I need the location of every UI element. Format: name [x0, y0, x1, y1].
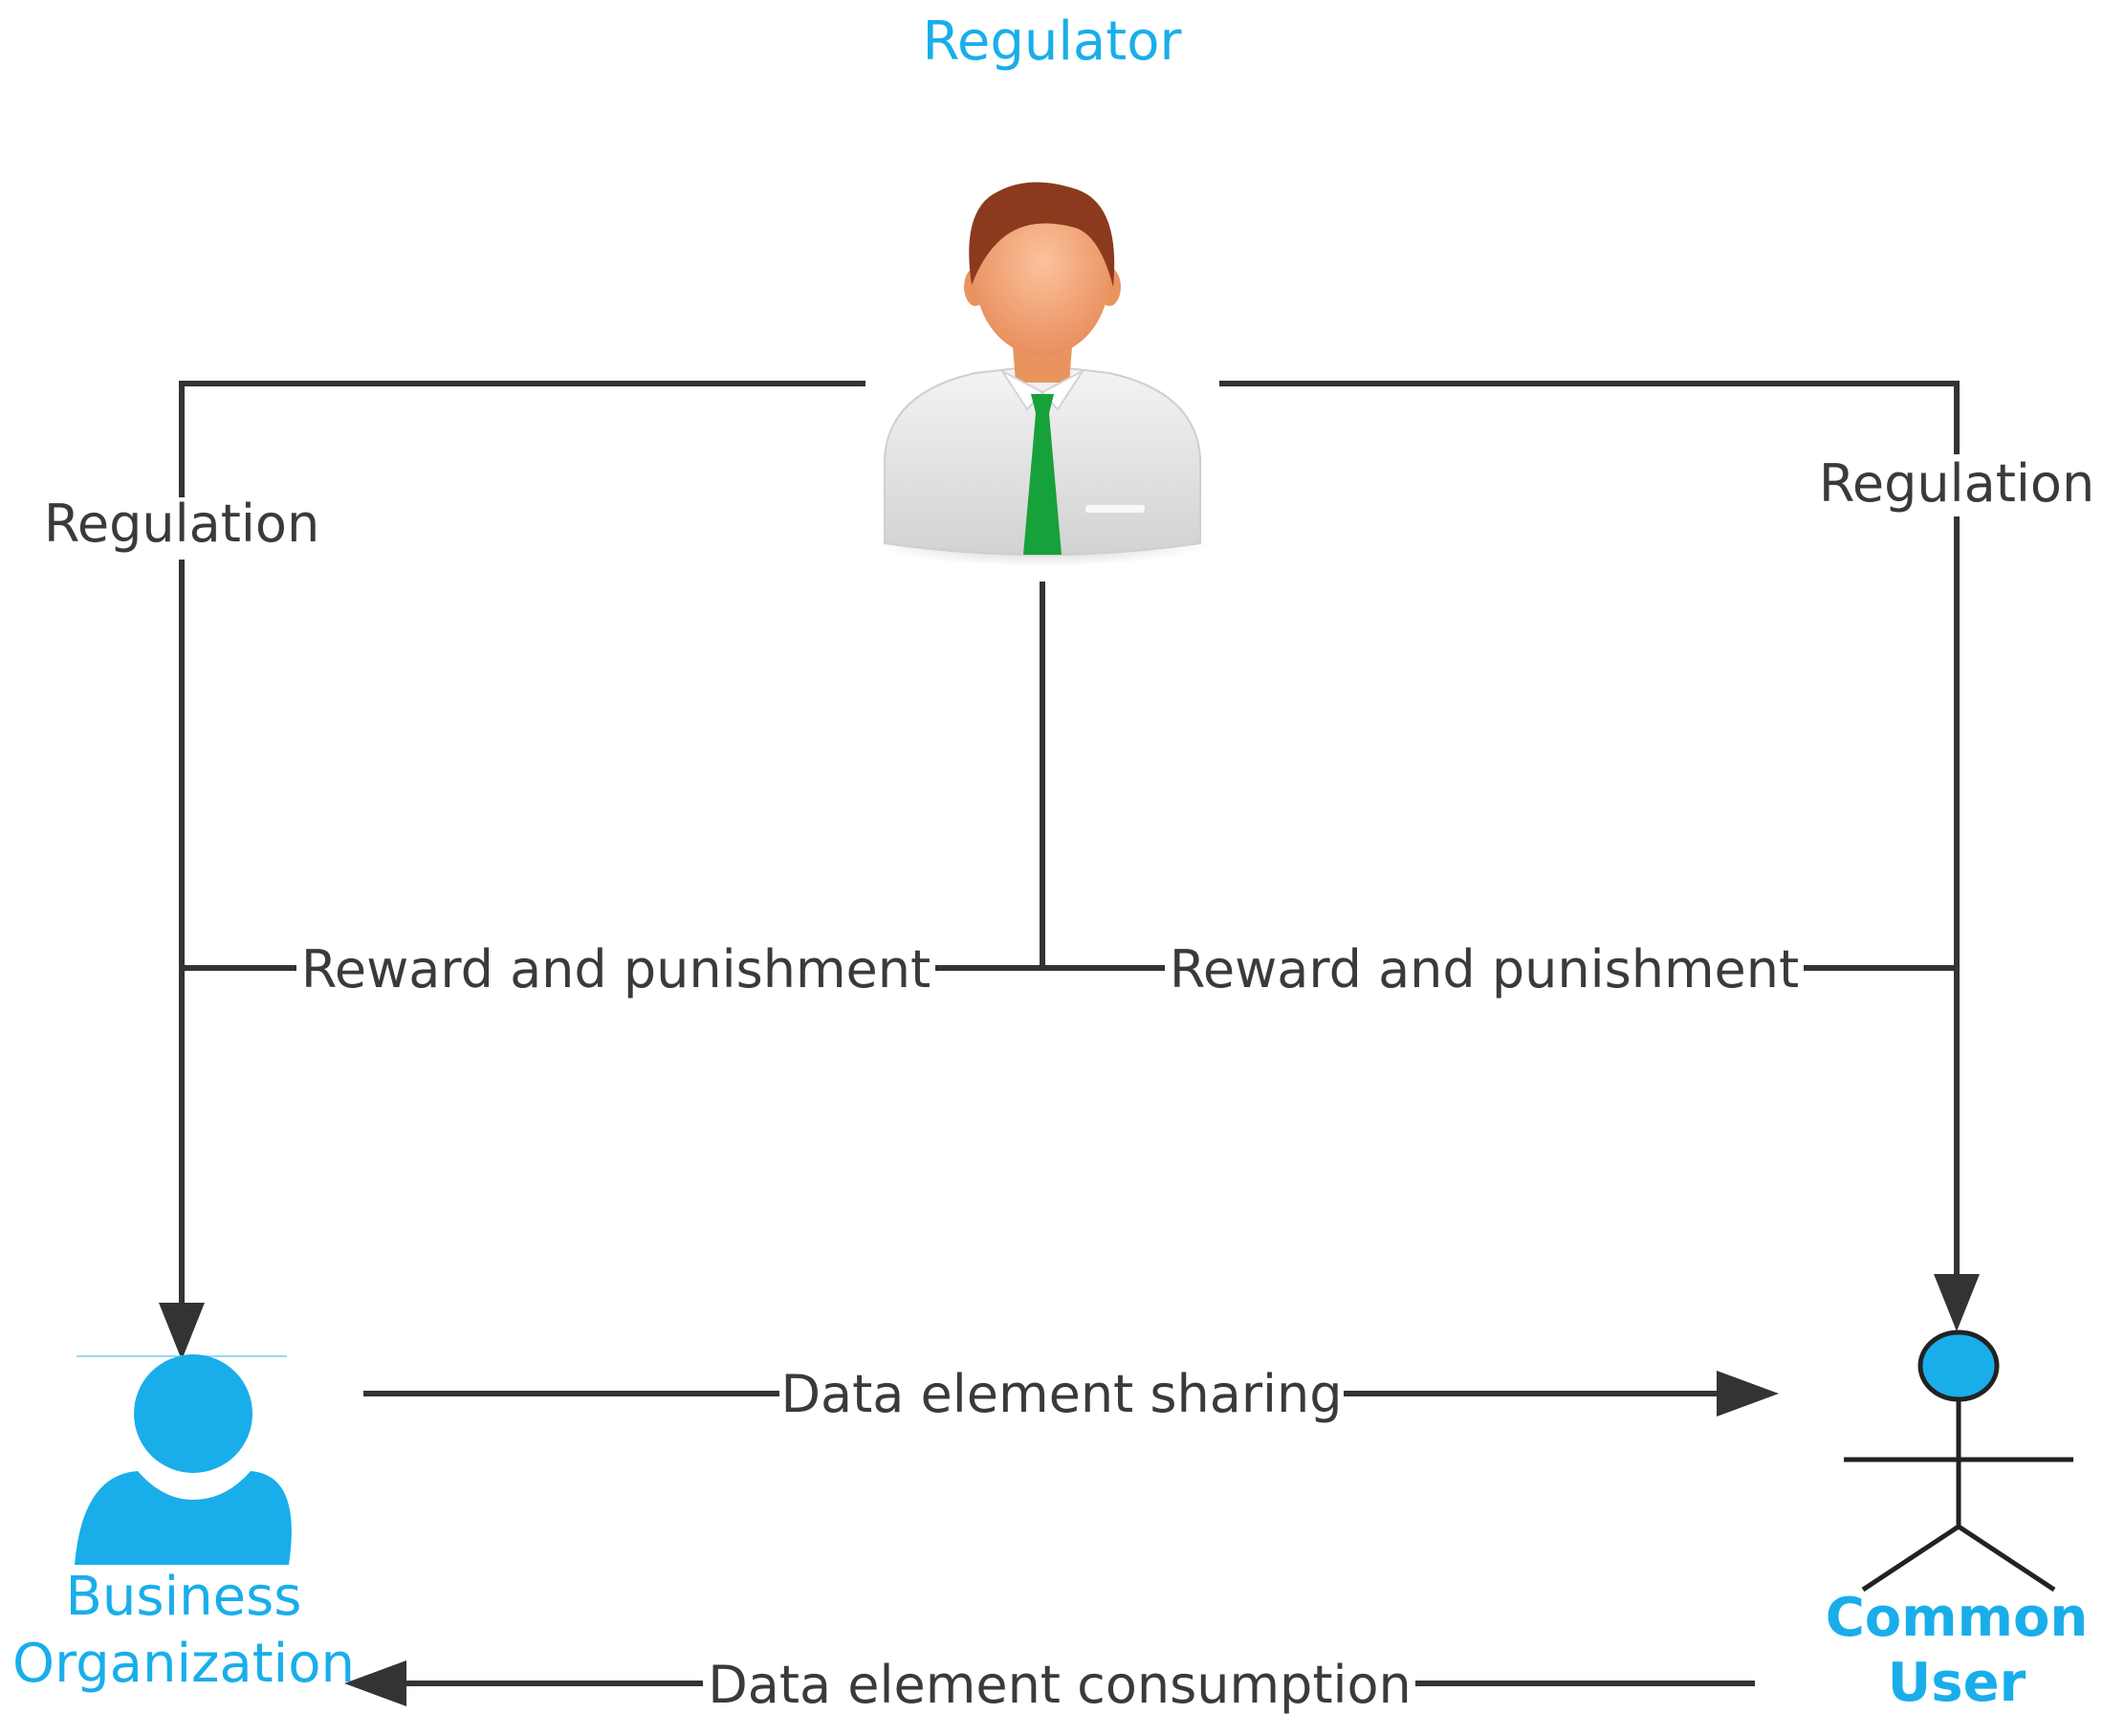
regulation-right-arrowhead — [1934, 1274, 1980, 1331]
consumption-label: Data element consumption — [708, 1655, 1412, 1715]
regulation-right-label: Regulation — [1819, 453, 2094, 514]
business-label-line1: Business — [66, 1566, 302, 1628]
user-label-line2: User — [1888, 1652, 2026, 1714]
person-silhouette-icon — [75, 1354, 292, 1565]
regulator-label: Regulator — [922, 11, 1182, 73]
connector-lines — [179, 381, 1960, 1686]
regulation-right-line — [1219, 381, 1960, 1291]
reward-left-label: Reward and punishment — [301, 939, 931, 1000]
sharing-arrowhead — [1717, 1371, 1779, 1417]
regulation-left-arrowhead — [159, 1303, 205, 1360]
arrowheads — [159, 1274, 1980, 1706]
regulation-left-line — [179, 381, 865, 1310]
edge-label-masks — [29, 454, 2099, 1715]
businessman-icon — [875, 182, 1210, 566]
consumption-arrowhead — [344, 1660, 406, 1706]
business-label-line2: Organization — [12, 1633, 355, 1695]
reward-right-label: Reward and punishment — [1170, 939, 1799, 1000]
user-label-line1: Common — [1826, 1587, 2089, 1649]
regulation-left-label: Regulation — [44, 494, 319, 554]
stick-figure-icon — [1844, 1329, 2073, 1593]
sharing-label: Data element sharing — [780, 1364, 1342, 1424]
